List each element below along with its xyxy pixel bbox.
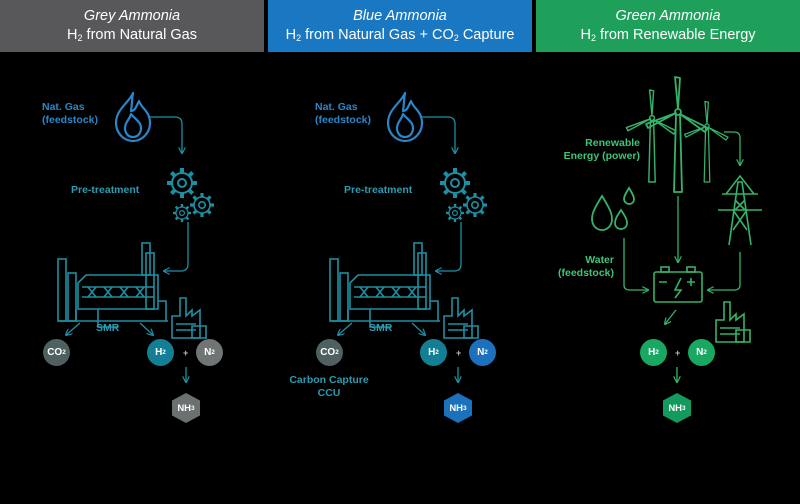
grey-title: Grey Ammonia (83, 8, 181, 24)
factory-icon (715, 301, 751, 343)
arrow-to-co2 (338, 322, 353, 335)
green-header: Green Ammonia H2 from Renewable Energy (536, 0, 800, 52)
arrow-to-pylon (724, 131, 740, 165)
smr-label: SMR (96, 322, 120, 334)
arrow-pylon-to-battery (708, 252, 741, 290)
plus-sign: + (183, 348, 189, 358)
blue-header: Blue Ammonia H2 from Natural Gas + CO2 C… (268, 0, 532, 52)
green-title: Green Ammonia (615, 8, 721, 24)
arrow-to-h2 (411, 322, 425, 335)
blue-subtitle: H2 from Natural Gas + CO2 Capture (285, 27, 515, 43)
arrow-to-h2 (139, 322, 153, 335)
gear-icon (438, 166, 489, 224)
arrow-to-plant (164, 222, 189, 271)
flame-icon (114, 91, 152, 143)
blue-title: Blue Ammonia (353, 8, 447, 24)
smr-plant-icon (329, 242, 441, 328)
factory-icon (443, 297, 479, 339)
arrow-to-pretreatment (150, 116, 182, 153)
pretreatment-label: Pre-treatment (71, 184, 140, 196)
water-drops-icon (591, 186, 635, 231)
green-subtitle: H2 from Renewable Energy (580, 27, 756, 43)
arrow-water-to-battery (623, 238, 648, 290)
smr-plant-icon (57, 242, 169, 328)
natural-gas-label: Nat. Gas(feedstock) (42, 101, 99, 126)
arrow-to-plant (436, 222, 462, 271)
gear-icon (165, 166, 216, 224)
grey-header: Grey Ammonia H2 from Natural Gas (0, 0, 264, 52)
plus-sign: + (456, 348, 462, 358)
arrow-to-pretreatment (422, 116, 455, 153)
wind-turbine-icon (625, 76, 729, 193)
arrow-to-co2 (66, 322, 81, 335)
electrolyzer-battery-icon (653, 266, 703, 303)
pretreatment-label: Pre-treatment (344, 184, 413, 196)
water-label: Water(feedstock) (557, 254, 614, 279)
power-pylon-icon (718, 174, 762, 246)
natural-gas-label: Nat. Gas(feedstock) (315, 101, 372, 126)
arrow-to-h2 (665, 309, 677, 324)
grey-subtitle: H2 from Natural Gas (67, 27, 197, 43)
factory-icon (171, 297, 207, 339)
plus-sign: + (675, 348, 681, 358)
flame-icon (386, 91, 424, 143)
smr-label: SMR (369, 322, 393, 334)
